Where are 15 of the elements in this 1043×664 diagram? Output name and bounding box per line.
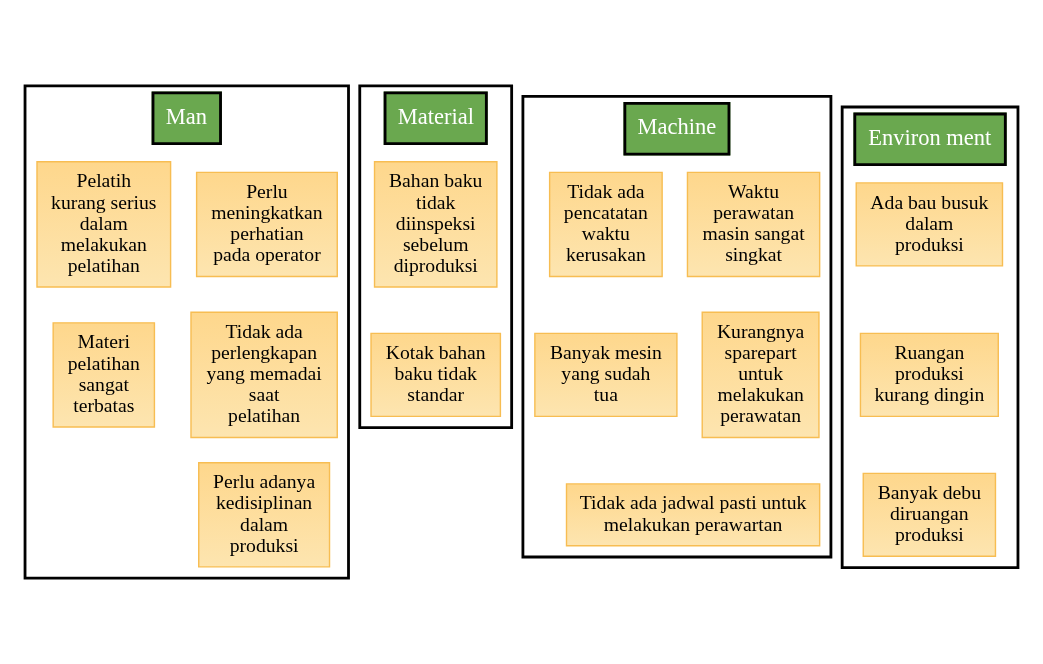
node-box: Kotak bahan baku tidak standar <box>370 332 502 418</box>
node-box: Waktu perawatan masin sangat singkat <box>686 171 821 278</box>
node-box: Tidak ada perlengkapan yang memadai saat pelatihan <box>190 311 338 439</box>
node-box: Perlu adanya kedisiplinan dalam produksi <box>198 462 331 568</box>
node-box: Banyak mesin yang sudah tua <box>534 332 678 418</box>
node-box: Tidak ada jadwal pasti untuk melakukan perawartan <box>565 483 821 547</box>
node-box: Tidak ada pencatatan waktu kerusakan <box>548 171 663 278</box>
node-box: Perlu meningkatkan perhatian pada operator <box>195 171 338 278</box>
node-box: Banyak debu diruangan produksi <box>862 472 997 558</box>
node-box: Bahan baku tidak diinspeksi sebelum diproduksi <box>373 161 498 288</box>
node-box: Kurangnya sparepart untuk melakukan perawatan <box>701 311 820 439</box>
node-box: Ada bau busuk dalam produksi <box>855 182 1004 267</box>
node-box: Pelatih kurang serius dalam melakukan pelatihan <box>36 161 172 288</box>
node-box: Ruangan produksi kurang dingin <box>859 332 999 418</box>
node-box: Materi pelatihan sangat terbatas <box>52 322 156 428</box>
